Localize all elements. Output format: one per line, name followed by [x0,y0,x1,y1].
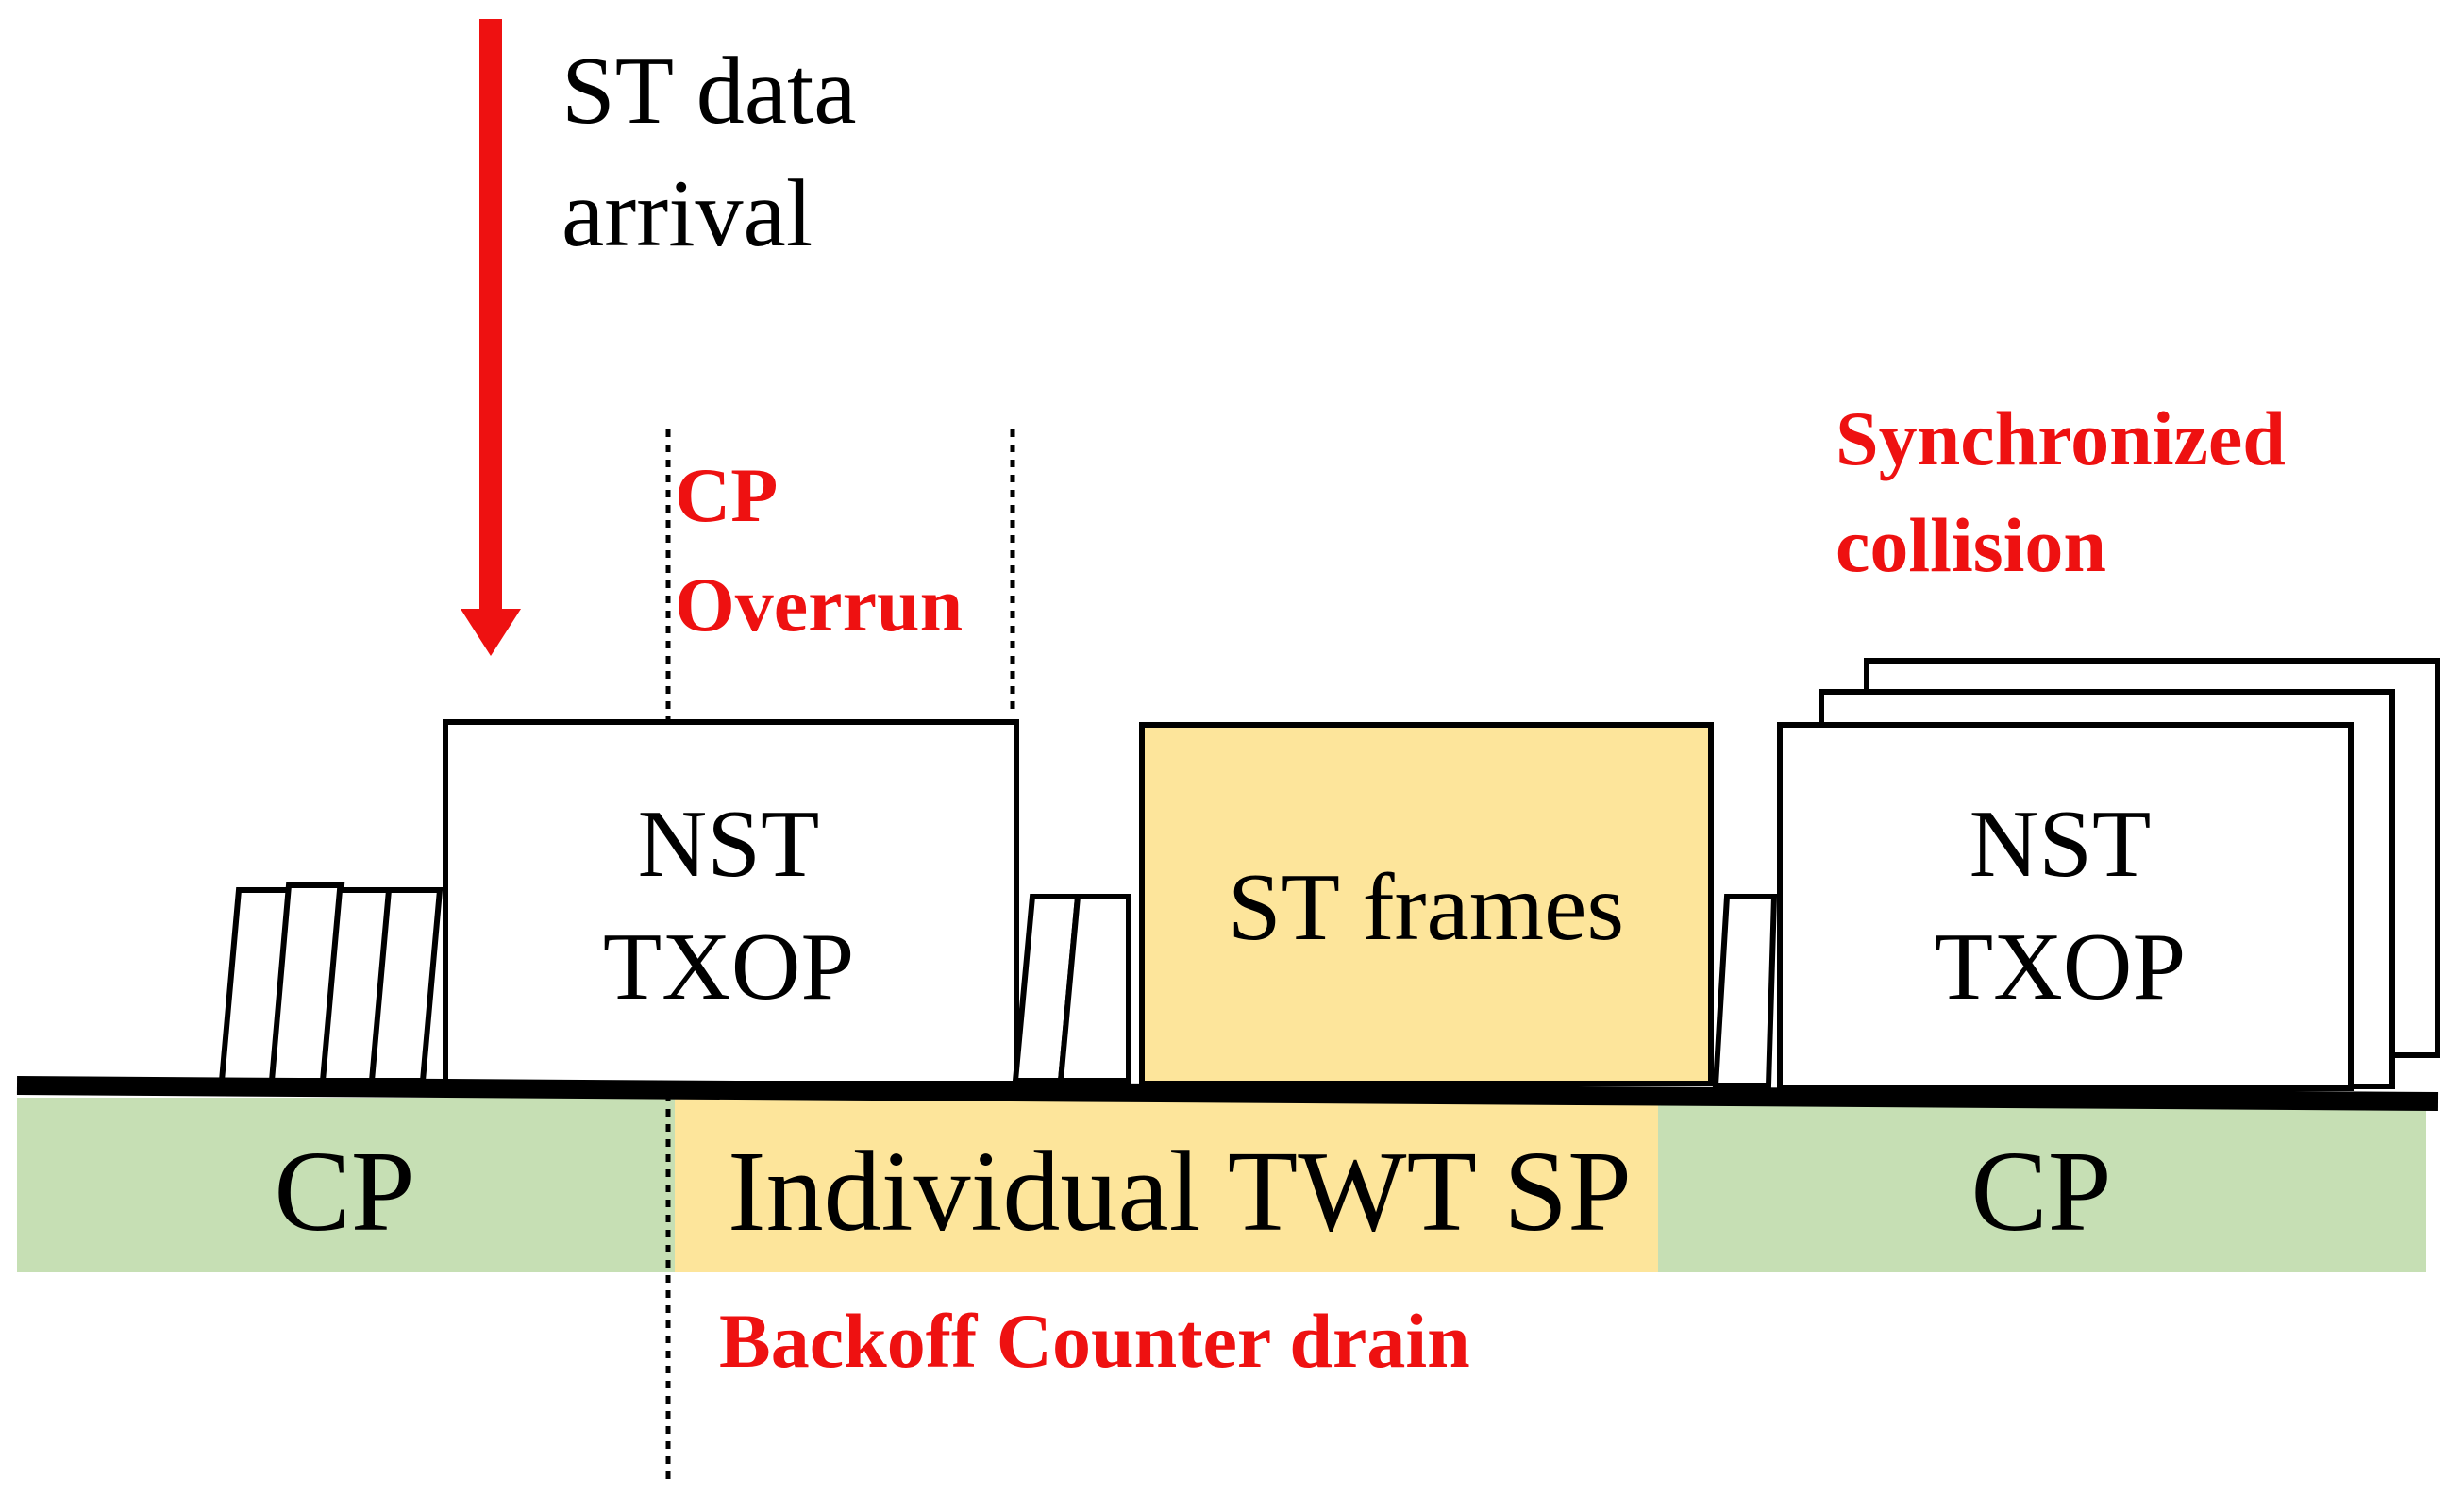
twt-sp-band [675,1098,1658,1272]
backoff-slot-right [1712,894,1778,1088]
backoff-drain-label: Backoff Counter drain [719,1298,1470,1384]
arrival-label-line1: ST data [562,38,857,144]
sync-collision-label-line1: Synchronized [1835,395,2286,481]
nst-txop-box-left [443,719,1019,1086]
nst-txop-left-line1: NST [638,791,820,898]
sync-collision-label-line2: collision [1835,502,2106,588]
st-frames-label: ST frames [1228,854,1624,961]
backoff-slots-middle [1012,894,1131,1084]
period-twt-sp: Individual TWT SP [728,1128,1632,1255]
period-cp-left: CP [274,1128,414,1255]
cp-band-right [1658,1098,2426,1272]
cp-overrun-label-line1: CP [675,452,778,538]
cp-overrun-label-line2: Overrun [675,562,963,647]
time-axis [16,1076,2439,1111]
backoff-slots-left [218,882,444,1084]
st-arrival-arrow [461,19,521,656]
nst-txop-right-line1: NST [1970,791,2152,898]
period-cp-right: CP [1970,1128,2111,1255]
arrival-label-line2: arrival [562,160,813,267]
st-frames-box [1139,722,1714,1086]
nst-txop-box-right [1777,722,2354,1091]
nst-txop-right-line2: TXOP [1935,914,2186,1020]
cp-band-left [17,1098,675,1272]
nst-txop-left-line2: TXOP [603,914,854,1020]
